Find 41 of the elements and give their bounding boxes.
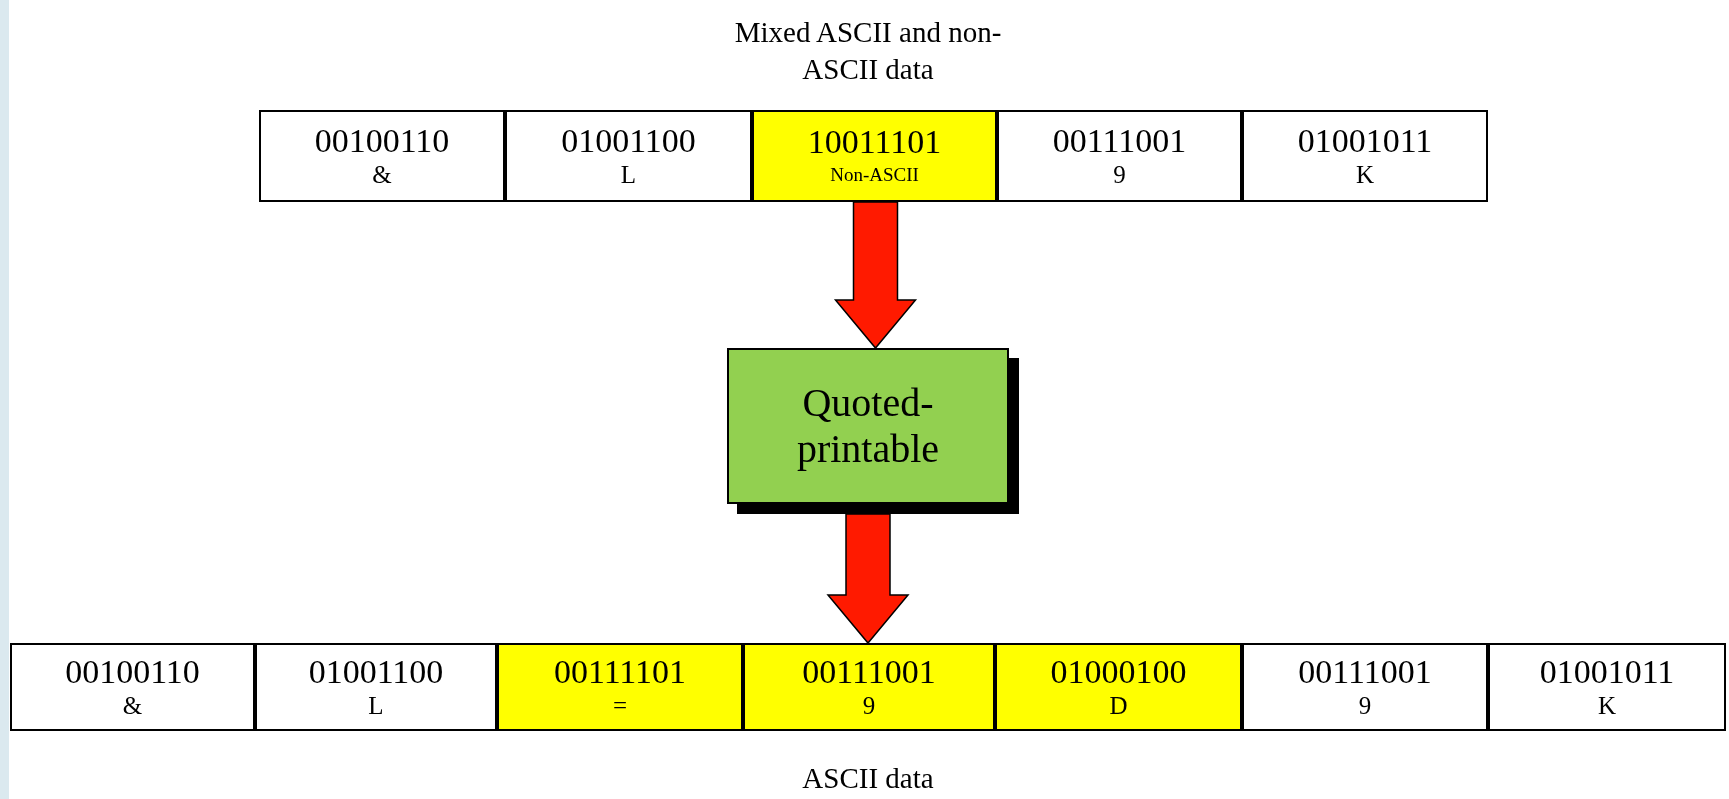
character-label: 9: [1358, 691, 1372, 721]
data-cell: [1242, 110, 1488, 202]
binary-code: 01001011: [1297, 122, 1433, 160]
data-cell: [995, 643, 1242, 731]
character-label: Non-ASCII: [830, 163, 919, 187]
binary-code: 01001100: [561, 122, 696, 160]
binary-code: 00111001: [1052, 122, 1187, 160]
character-label: =: [612, 691, 628, 721]
character-label: L: [368, 691, 384, 721]
arrow: [826, 513, 910, 645]
binary-code: 00111101: [553, 653, 687, 691]
data-cell: [259, 110, 505, 202]
character-label: L: [620, 160, 637, 190]
data-cell: [752, 110, 997, 202]
binary-code: 00100110: [314, 122, 450, 160]
binary-code: 10011101: [807, 123, 942, 161]
caption-text: ASCII data: [801, 761, 935, 796]
binary-code: 01000100: [1050, 653, 1187, 691]
character-label: 9: [862, 691, 876, 721]
data-cell: [743, 643, 995, 731]
data-cell: [255, 643, 497, 731]
data-cell: [505, 110, 752, 202]
data-cell: [1488, 643, 1726, 731]
binary-code: 00111001: [802, 653, 936, 691]
binary-code: 00100110: [65, 653, 200, 691]
binary-code: 01001100: [308, 653, 444, 691]
binary-code: 01001011: [1539, 653, 1675, 691]
character-label: K: [1597, 691, 1617, 721]
character-label: &: [122, 691, 143, 721]
binary-code: 00111001: [1298, 653, 1432, 691]
arrow: [833, 201, 918, 350]
data-cell: [497, 643, 743, 731]
character-label: K: [1355, 160, 1375, 190]
character-label: D: [1109, 691, 1128, 721]
data-cell: [997, 110, 1242, 202]
process-label: Quoted- printable: [795, 380, 941, 472]
data-cell: [10, 643, 255, 731]
character-label: 9: [1113, 160, 1126, 190]
data-cell: [1242, 643, 1488, 731]
character-label: &: [372, 160, 392, 190]
caption-text: Mixed ASCII and non-ASCII data: [733, 15, 1003, 87]
